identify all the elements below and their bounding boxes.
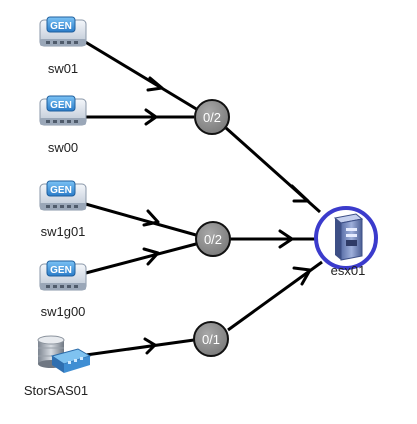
edge-sw1g00-port2 xyxy=(81,242,197,276)
gen-badge-label: GEN xyxy=(50,185,72,196)
gen-badge-label: GEN xyxy=(50,100,72,111)
gen-badge-label: GEN xyxy=(50,21,72,32)
node-label-sw00: sw00 xyxy=(48,140,78,155)
edges xyxy=(81,38,323,357)
port-node-1[interactable]: 0/2 xyxy=(194,99,230,135)
node-sw1g00[interactable]: GEN sw1g00 xyxy=(39,260,87,319)
switch-icon: GEN xyxy=(39,95,87,126)
node-label-storsas01: StorSAS01 xyxy=(24,383,88,398)
node-sw01[interactable]: GEN sw01 xyxy=(39,16,87,76)
switch-icon: GEN xyxy=(39,16,87,47)
node-label-sw1g01: sw1g01 xyxy=(41,224,86,239)
edge-sw1g01-port2 xyxy=(81,201,197,237)
server-icon xyxy=(333,213,364,261)
arrowhead-port2-esx01 xyxy=(278,229,294,249)
edge-storsas01-port3 xyxy=(85,338,195,357)
switch-icon: GEN xyxy=(39,180,87,211)
arrowhead-sw1g01-port2 xyxy=(142,209,160,227)
node-sw1g01[interactable]: GEN sw1g01 xyxy=(39,180,87,239)
node-label-esx01: esx01 xyxy=(331,263,366,278)
arrowhead-sw00-port1 xyxy=(144,108,158,126)
switch-icon: GEN xyxy=(39,260,87,291)
storage-icon xyxy=(37,335,92,373)
port-label: 0/1 xyxy=(202,332,220,347)
node-label-sw01: sw01 xyxy=(48,61,78,76)
port-node-3[interactable]: 0/1 xyxy=(193,321,229,357)
node-esx01[interactable]: esx01 xyxy=(314,206,378,278)
arrowhead-port1-esx01 xyxy=(290,184,310,203)
arrowhead-sw01-port1 xyxy=(146,76,164,92)
node-label-sw1g00: sw1g00 xyxy=(41,304,86,319)
arrowhead-storsas01-port3 xyxy=(143,337,157,355)
port-node-2[interactable]: 0/2 xyxy=(195,221,231,257)
arrowhead-sw1g00-port2 xyxy=(142,247,160,266)
node-storsas01[interactable]: StorSAS01 xyxy=(24,335,92,398)
edge-port3-esx01 xyxy=(227,260,323,332)
gen-badge-label: GEN xyxy=(50,265,72,276)
arrowhead-port3-esx01 xyxy=(292,266,312,286)
node-sw00[interactable]: GEN sw00 xyxy=(39,95,87,155)
port-label: 0/2 xyxy=(204,232,222,247)
port-label: 0/2 xyxy=(203,110,221,125)
edge-sw01-port1 xyxy=(81,38,199,112)
